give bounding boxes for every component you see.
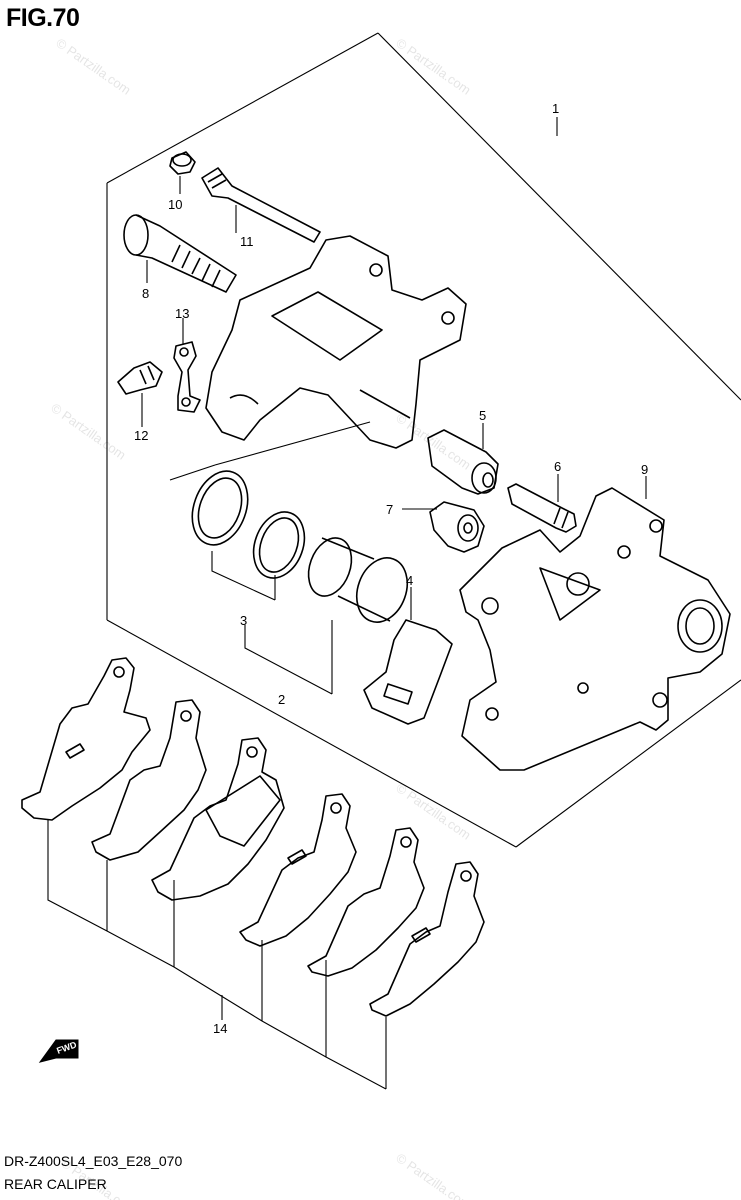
- watermark-text: © Partzilla.com: [48, 400, 128, 463]
- callout-numbers: 1 2 3 4 5 6 7 8 9 10 11 12 13 14: [134, 101, 648, 1036]
- brake-pad-1: [21, 657, 151, 821]
- callout-7: 7: [386, 502, 393, 517]
- assembly-frame: [106, 32, 741, 848]
- callout-1: 1: [552, 101, 559, 116]
- watermark-text: © Partzilla.com: [393, 1150, 473, 1200]
- piston-seal-outer: [191, 470, 249, 546]
- caliper-bolt: [123, 214, 237, 293]
- callout-9: 9: [641, 462, 648, 477]
- caliper-body: [205, 235, 467, 449]
- pin-boot: [427, 429, 499, 495]
- bleeder-cap: [169, 151, 196, 175]
- caliper-piston: [307, 537, 409, 623]
- callout-8: 8: [142, 286, 149, 301]
- callout-6: 6: [554, 459, 561, 474]
- rubber-boot: [429, 501, 485, 553]
- diagram-name: REAR CALIPER: [4, 1176, 107, 1192]
- slide-pin-short: [507, 483, 577, 533]
- pad-spring-clip: [173, 341, 201, 413]
- piston-seal-inner: [252, 511, 306, 579]
- bleeder-valve: [117, 361, 163, 395]
- callout-3: 3: [240, 613, 247, 628]
- watermarks: © Partzilla.com © Partzilla.com © Partzi…: [48, 35, 473, 1200]
- callout-13: 13: [175, 306, 189, 321]
- watermark-text: © Partzilla.com: [393, 410, 473, 473]
- figure-title: FIG.70: [6, 4, 80, 32]
- callout-2: 2: [278, 692, 285, 707]
- brake-pad-4: [239, 793, 357, 947]
- callout-14: 14: [213, 1021, 227, 1036]
- leader-lines: [47, 117, 647, 1090]
- caliper-bracket: [459, 487, 731, 771]
- callout-5: 5: [479, 408, 486, 423]
- brake-pad-6: [369, 861, 485, 1017]
- watermark-text: © Partzilla.com: [393, 780, 473, 843]
- pad-spring: [363, 619, 453, 725]
- forward-arrow-icon: FWD: [38, 1039, 79, 1063]
- callout-12: 12: [134, 428, 148, 443]
- callout-11: 11: [240, 234, 254, 249]
- slide-pin-long: [201, 167, 321, 243]
- brake-pad-2: [91, 699, 207, 861]
- watermark-text: © Partzilla.com: [53, 35, 133, 98]
- brake-pad-3: [151, 737, 285, 901]
- callout-4: 4: [406, 573, 413, 588]
- diagram-code: DR-Z400SL4_E03_E28_070: [4, 1153, 183, 1169]
- brake-pad-5: [307, 827, 425, 977]
- callout-10: 10: [168, 197, 182, 212]
